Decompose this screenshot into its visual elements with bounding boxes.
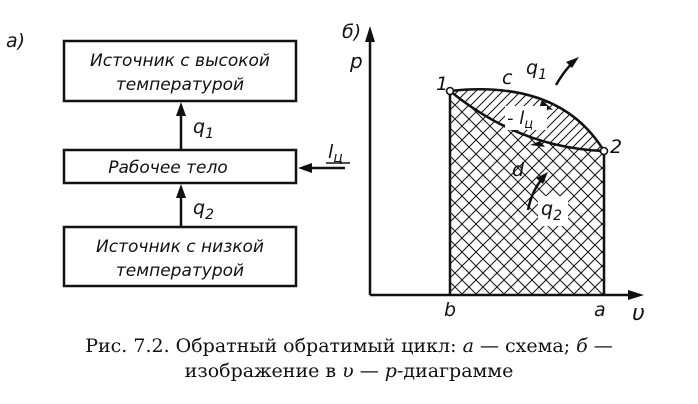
point-2-marker	[599, 146, 609, 156]
pv-q2-label: q2	[541, 198, 562, 224]
hot-source-line1: Источник с высокой	[90, 51, 270, 71]
point-1-marker	[445, 86, 455, 96]
arrow-on-lower-curve	[530, 141, 545, 147]
pv-diagram-panel: б) p υ 1 2 c d a b	[342, 21, 645, 326]
point-2-label: 2	[610, 136, 622, 158]
figure-caption: Рис. 7.2. Обратный обратимый цикл: а — с…	[0, 334, 698, 384]
schema-panel: а) Источник с высокой температурой Рабоч…	[6, 30, 350, 288]
p-axis-label: p	[349, 49, 363, 73]
cold-source-line2: температурой	[116, 261, 244, 281]
schema-panel-label: а)	[6, 30, 25, 52]
v-axis-label: υ	[632, 301, 645, 326]
caption-line-2: изображение в υ — p-диаграмме	[184, 360, 514, 382]
point-c-label: c	[502, 67, 513, 89]
hot-source-box: Источник с высокой температурой	[62, 39, 298, 103]
upper-curve-1c2	[449, 88, 606, 152]
point-b-label: b	[444, 299, 456, 321]
working-body-label: Рабочее тело	[108, 158, 228, 178]
schema-q1-label: q1	[193, 116, 214, 142]
cold-source-line1: Источник с низкой	[96, 237, 264, 257]
working-body-box: Рабочее тело	[62, 148, 298, 185]
pv-q1-label: q1	[526, 57, 547, 83]
q1-arrow	[176, 102, 186, 150]
p-axis	[365, 26, 375, 295]
v-axis	[370, 290, 644, 300]
region-below-lower-curve	[450, 91, 604, 295]
q1-label-backdrop	[523, 56, 551, 82]
cold-source-box: Источник с низкой температурой	[62, 225, 298, 288]
caption-line-1: Рис. 7.2. Обратный обратимый цикл: а — с…	[85, 335, 613, 357]
q1-out-arrow	[554, 57, 579, 86]
schema-work-label: lц	[328, 141, 343, 166]
work-label-backdrop	[505, 106, 547, 130]
point-a-label: a	[594, 299, 606, 321]
q2-arrow	[176, 184, 186, 227]
q2-label-backdrop	[538, 196, 568, 226]
point-1-label: 1	[436, 73, 448, 95]
pv-panel-label: б)	[342, 21, 361, 43]
pv-work-label: - lц	[507, 108, 533, 132]
schema-q2-label: q2	[193, 197, 214, 223]
hot-source-line2: температурой	[116, 75, 244, 95]
lower-curve-2d1	[449, 90, 605, 153]
q2-in-arrow	[526, 172, 548, 211]
point-d-label: d	[512, 159, 525, 181]
work-arrow	[298, 163, 345, 173]
